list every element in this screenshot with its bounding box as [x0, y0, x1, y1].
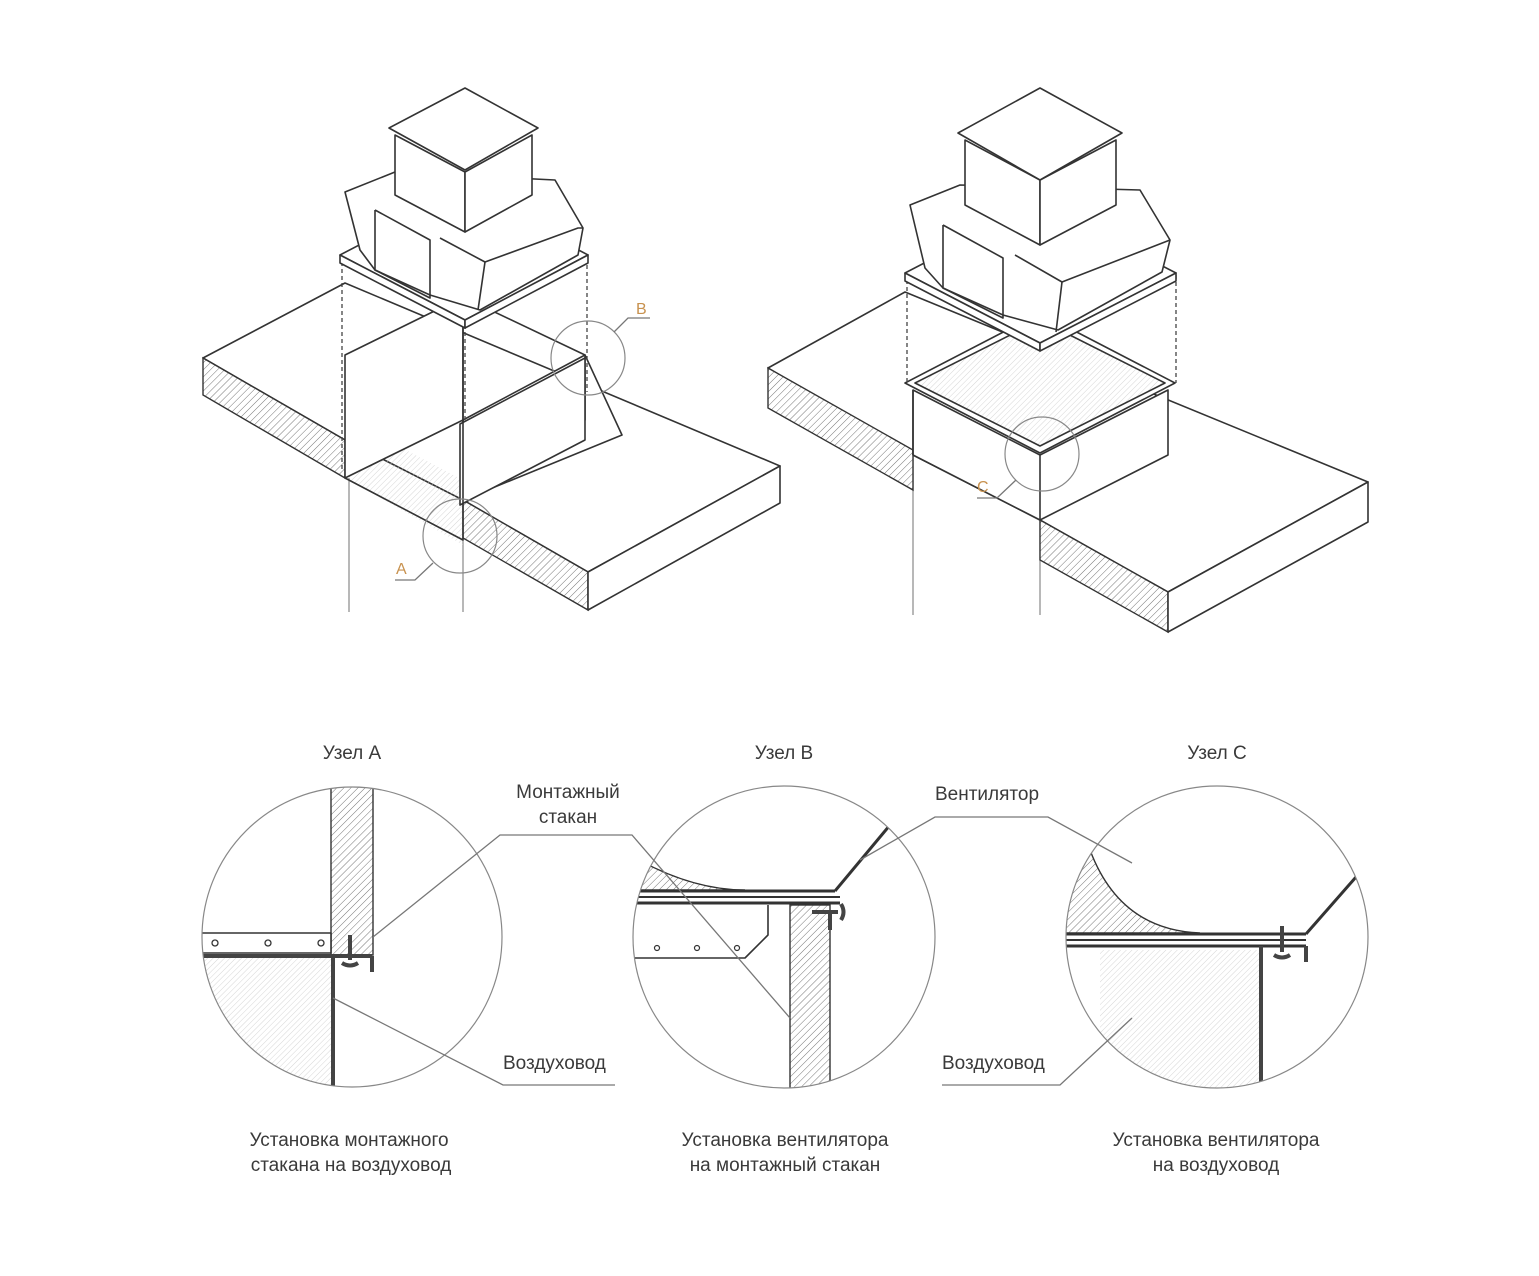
duct-opening	[914, 319, 1166, 447]
bolt-hole	[653, 944, 661, 952]
mounting-sleeve-leader	[372, 834, 791, 1019]
mounting-sleeve-label-line1: Монтажный	[516, 782, 620, 803]
sleeve-front-panel	[459, 357, 586, 506]
duct-right-label: Воздуховод	[942, 1053, 1045, 1074]
marker-leader	[395, 562, 434, 581]
marker-a-label: A	[396, 561, 407, 578]
marker-leader	[613, 317, 650, 333]
detail-b-title: Узел B	[755, 743, 813, 764]
fan-base-plate-edge	[464, 254, 589, 329]
duct-left-label: Воздуховод	[503, 1053, 606, 1074]
sleeve-section	[789, 904, 831, 1088]
isometric-fan-on-duct-view: C	[767, 87, 1369, 634]
fan-label: Вентилятор	[935, 784, 1039, 805]
detail-c: Узел C Установка вентилятора на воздухов…	[1065, 743, 1369, 1176]
detail-a-marker-circle	[422, 498, 498, 574]
detail-c-caption-line2: на воздуховод	[1153, 1155, 1279, 1176]
marker-leader	[977, 479, 1017, 499]
marker-b-label: B	[636, 301, 647, 318]
bolt-hole	[733, 944, 741, 952]
rivet-icon	[1272, 926, 1292, 960]
detail-a-circle	[201, 786, 503, 1088]
fan-motor-top	[957, 87, 1123, 181]
fan-leader	[859, 816, 1133, 864]
floor-slab-section	[767, 366, 914, 492]
detail-b-marker-circle	[550, 320, 626, 396]
rivet-icon	[812, 902, 846, 930]
bolt-hole	[264, 939, 272, 947]
bolt-hole	[317, 939, 325, 947]
fan-housing-edge	[942, 224, 1004, 319]
detail-b: Узел B Установка вентилятора на монтажны…	[632, 743, 936, 1176]
duct-section-shading	[1100, 950, 1260, 1088]
floor-slab-side	[587, 465, 781, 611]
detail-c-caption-line1: Установка вентилятора	[1113, 1130, 1320, 1151]
fan-housing-section	[1066, 839, 1201, 934]
fan-motor-box	[1039, 139, 1117, 246]
duct-section-shading	[202, 957, 331, 1087]
detail-a-caption-line2: стакана на воздуховод	[251, 1155, 452, 1176]
sleeve-edge	[344, 420, 464, 541]
fan-housing-edge	[374, 209, 431, 299]
duct-left-leader	[332, 997, 615, 1086]
detail-b-caption-line2: на монтажный стакан	[690, 1155, 881, 1176]
sleeve-plate	[633, 905, 769, 959]
mounting-sleeve-label-line2: стакан	[539, 807, 597, 828]
bolt-hole	[693, 944, 701, 952]
detail-b-circle	[632, 785, 936, 1089]
detail-c-circle	[1065, 785, 1369, 1089]
floor-slab-side	[1167, 481, 1369, 633]
fan-edge	[1304, 876, 1358, 935]
fan-housing-edge	[1055, 281, 1063, 333]
fan-base-plate-edge	[1039, 272, 1177, 352]
detail-a: Узел A Установка монтажного стакана на в…	[201, 743, 503, 1176]
marker-c-label: C	[977, 479, 989, 496]
rivet-icon	[340, 935, 360, 968]
detail-c-marker-circle	[1004, 416, 1080, 492]
duct-right-leader	[942, 1017, 1133, 1086]
fan-housing-edge	[477, 261, 486, 311]
detail-c-title: Узел C	[1187, 743, 1247, 764]
detail-a-title: Узел A	[323, 743, 382, 764]
callouts: Монтажный стакан Воздуховод Вентилятор В…	[332, 782, 1133, 1086]
sleeve-section	[330, 787, 374, 956]
detail-b-caption-line1: Установка вентилятора	[682, 1130, 889, 1151]
fan-motor-top	[388, 87, 539, 171]
fan-motor-box	[464, 134, 533, 233]
fan-housing-edge	[439, 227, 583, 263]
bolt-hole	[211, 939, 219, 947]
detail-a-caption-line1: Установка монтажного	[249, 1130, 448, 1151]
isometric-mounting-sleeve-view: A B	[202, 87, 781, 612]
